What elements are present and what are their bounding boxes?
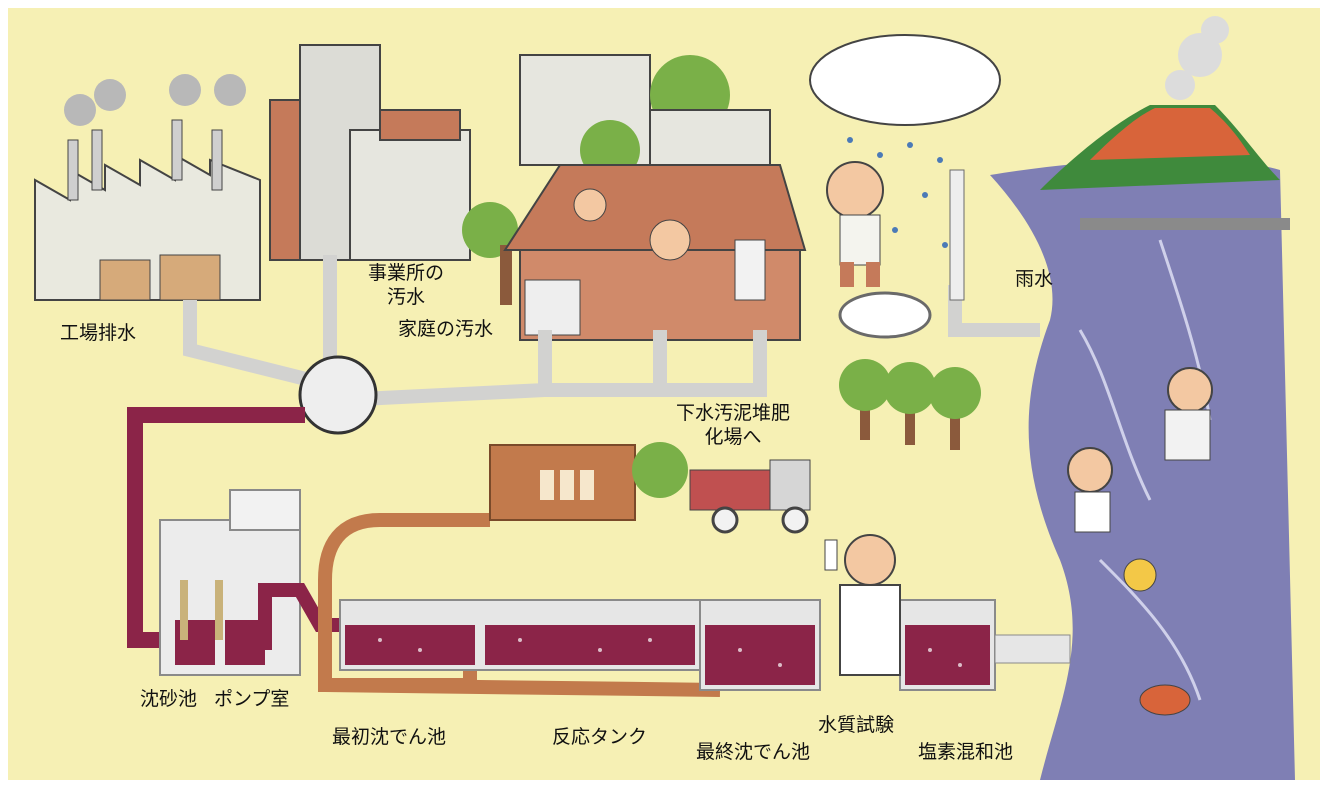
sludge-pipes: [318, 513, 721, 697]
label-office-sewage: 事業所の 汚水: [368, 262, 444, 310]
children-in-river: [1067, 367, 1213, 716]
outlet-pipe: [994, 634, 1071, 664]
label-reaction-tank: 反応タンク: [552, 726, 648, 748]
label-final-sedimentation: 最終沈でん池: [696, 741, 811, 763]
office-buildings: [269, 44, 471, 261]
volcano-island: [1040, 16, 1280, 190]
label-office-line1: 事業所の: [368, 262, 445, 284]
factory-buildings: [34, 74, 261, 301]
label-compost-line2: 化場へ: [704, 425, 762, 448]
label-chlorine-mixing: 塩素混和池: [918, 741, 1014, 763]
bridge: [1080, 218, 1290, 230]
label-water-quality-test: 水質試験: [818, 714, 895, 736]
label-compost-line1: 下水汚泥堆肥: [676, 402, 791, 424]
compost-facility: [489, 442, 811, 534]
label-rainwater: 雨水: [1015, 268, 1054, 290]
label-primary-sedimentation: 最初沈でん池: [332, 726, 447, 748]
residential-area: [462, 54, 807, 341]
label-household-sewage: 家庭の汚水: [398, 318, 494, 340]
child-with-umbrella: [826, 161, 884, 287]
roadside-trees: [839, 359, 981, 450]
rain-cloud: [809, 34, 1001, 248]
treatment-tanks: [339, 599, 996, 691]
scientist: [824, 534, 901, 676]
junction-grate: [298, 355, 378, 435]
rainwater-pipe: [949, 169, 965, 301]
label-pump-room: ポンプ室: [214, 688, 290, 710]
label-factory-wastewater: 工場排水: [60, 322, 137, 344]
label-compost-plant: 下水汚泥堆肥 化場へ: [676, 402, 790, 450]
label-grit-chamber: 沈砂池: [140, 688, 198, 710]
sewage-main-pipe: [127, 407, 305, 648]
manhole: [838, 291, 932, 339]
grit-and-pump-building: [159, 489, 301, 676]
label-office-line2: 汚水: [387, 285, 426, 308]
